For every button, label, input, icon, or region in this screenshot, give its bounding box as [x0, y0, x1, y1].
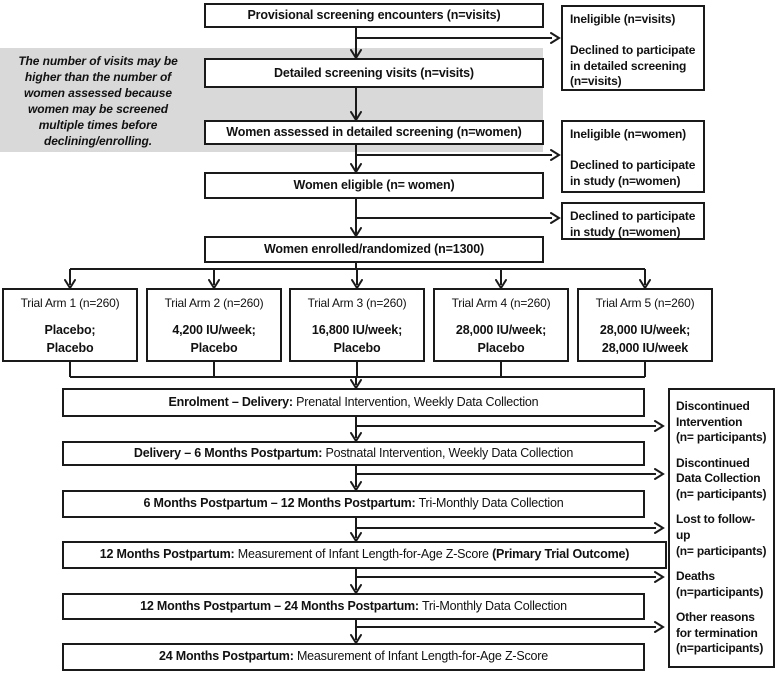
phase-period: 6 Months Postpartum – 12 Months Postpart…	[143, 496, 416, 511]
box-trial-arm-1: Trial Arm 1 (n=260) Placebo;Placebo	[2, 288, 138, 362]
phase-period: Enrolment – Delivery:	[168, 394, 294, 409]
trial-arm-title: Trial Arm 4 (n=260)	[451, 296, 551, 310]
phase-period: 12 Months Postpartum:	[99, 547, 235, 562]
trial-arm-regimen: 28,000 IU/week;Placebo	[455, 323, 547, 355]
termination-item: Deaths(n=participants)	[676, 569, 764, 599]
trial-arm-regimen: 28,000 IU/week;28,000 IU/week	[599, 323, 691, 355]
trial-arm-title: Trial Arm 1 (n=260)	[20, 296, 120, 310]
box-excluded-provisional: Ineligible (n=visits)Declined to partici…	[561, 5, 705, 91]
phase-period: Delivery – 6 Months Postpartum:	[133, 445, 323, 460]
phase-period: 24 Months Postpartum:	[158, 649, 294, 664]
phase-highlight: (Primary Trial Outcome)	[492, 547, 630, 562]
box-phase-12m-outcome: 12 Months Postpartum: Measurement of Inf…	[62, 541, 667, 569]
trial-arm-title: Trial Arm 5 (n=260)	[595, 296, 695, 310]
trial-arm-regimen: Placebo;Placebo	[44, 323, 96, 355]
trial-arm-regimen: 4,200 IU/week;Placebo	[172, 323, 256, 355]
phase-activity: Measurement of Infant Length-for-Age Z-S…	[234, 547, 493, 562]
box-detailed-screening: Detailed screening visits (n=visits)	[204, 58, 544, 88]
trial-arm-title: Trial Arm 2 (n=260)	[164, 296, 264, 310]
box-provisional-screening: Provisional screening encounters (n=visi…	[204, 3, 544, 28]
phase-activity: Measurement of Infant Length-for-Age Z-S…	[293, 649, 549, 664]
phase-period: 12 Months Postpartum – 24 Months Postpar…	[140, 598, 419, 613]
box-phase-enrolment-delivery: Enrolment – Delivery: Prenatal Intervent…	[62, 388, 645, 417]
box-trial-arm-4: Trial Arm 4 (n=260) 28,000 IU/week;Place…	[433, 288, 569, 362]
box-women-enrolled: Women enrolled/randomized (n=1300)	[204, 236, 544, 263]
phase-activity: Postnatal Intervention, Weekly Data Coll…	[322, 445, 574, 460]
trial-arm-regimen: 16,800 IU/week;Placebo	[311, 323, 403, 355]
box-trial-arm-3: Trial Arm 3 (n=260) 16,800 IU/week;Place…	[289, 288, 425, 362]
phase-activity: Tri-Monthly Data Collection	[418, 598, 567, 613]
box-women-assessed: Women assessed in detailed screening (n=…	[204, 120, 544, 145]
box-women-eligible: Women eligible (n= women)	[204, 172, 544, 199]
trial-arm-title: Trial Arm 3 (n=260)	[307, 296, 407, 310]
box-phase-6m-12m: 6 Months Postpartum – 12 Months Postpart…	[62, 490, 645, 518]
termination-item: Lost to follow-up(n= participants)	[676, 512, 767, 558]
box-trial-arm-2: Trial Arm 2 (n=260) 4,200 IU/week;Placeb…	[146, 288, 282, 362]
box-phase-12m-24m: 12 Months Postpartum – 24 Months Postpar…	[62, 593, 645, 620]
box-trial-arm-5: Trial Arm 5 (n=260) 28,000 IU/week;28,00…	[577, 288, 713, 362]
phase-activity: Prenatal Intervention, Weekly Data Colle…	[292, 394, 539, 409]
box-phase-delivery-6m: Delivery – 6 Months Postpartum: Postnata…	[62, 441, 645, 466]
box-phase-24m-measure: 24 Months Postpartum: Measurement of Inf…	[62, 643, 645, 671]
box-excluded-detailed: Ineligible (n=women)Declined to particip…	[561, 120, 705, 193]
phase-activity: Tri-Monthly Data Collection	[415, 496, 564, 511]
